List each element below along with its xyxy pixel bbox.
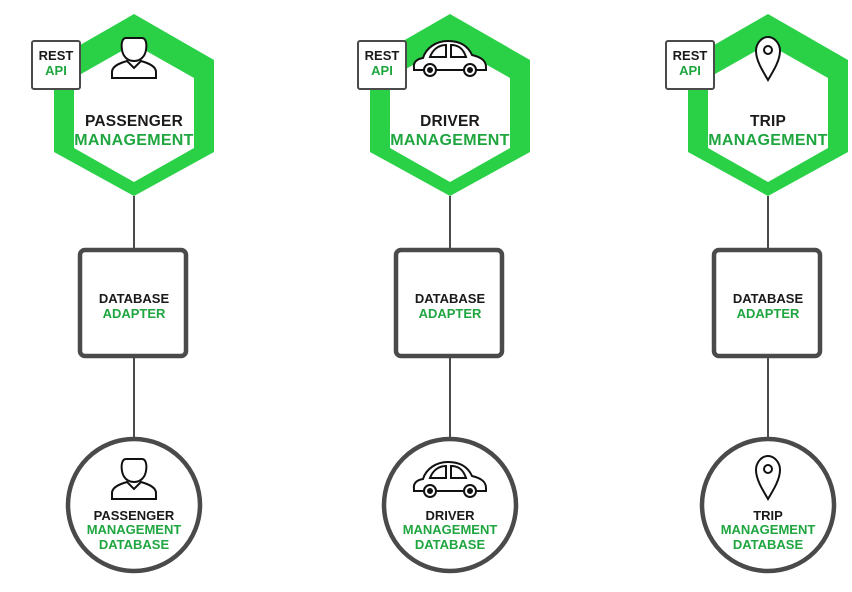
hexagon-inner (390, 44, 510, 182)
service-column-trip: REST API TRIP MANAGEMENT DATABASE ADAPTE… (630, 0, 852, 592)
service-title: DRIVER (420, 113, 480, 130)
adapter-title: DATABASE (414, 291, 486, 306)
database-adapter-box (393, 247, 505, 359)
adapter-subtitle: ADAPTER (418, 306, 482, 321)
rest-api-badge: REST API (31, 40, 81, 90)
rest-api-badge: REST API (357, 40, 407, 90)
api-label: API (679, 63, 701, 78)
database-line2: MANAGEMENT (720, 522, 816, 537)
database-line3: DATABASE (414, 537, 486, 552)
passenger-connectors-and-shapes (54, 14, 214, 574)
adapter-title: DATABASE (732, 291, 804, 306)
adapter-subtitle: ADAPTER (736, 306, 800, 321)
database-circle (381, 436, 519, 574)
database-line3: DATABASE (98, 537, 170, 552)
car-icon (412, 39, 487, 77)
rest-label: REST (38, 48, 74, 63)
database-circle (699, 436, 837, 574)
adapter-title: DATABASE (98, 291, 170, 306)
person-icon (111, 37, 157, 79)
person-icon (111, 458, 157, 500)
service-column-driver: REST API DRIVER MANAGEMENT DATABASE ADAP… (310, 0, 590, 592)
map-pin-icon (754, 454, 782, 501)
adapter-subtitle: ADAPTER (102, 306, 166, 321)
service-subtitle: MANAGEMENT (390, 132, 510, 149)
api-label: API (371, 63, 393, 78)
service-subtitle: MANAGEMENT (74, 132, 194, 149)
database-line2: MANAGEMENT (86, 522, 182, 537)
driver-connectors-and-shapes (370, 14, 530, 574)
rest-label: REST (364, 48, 400, 63)
service-title: PASSENGER (85, 113, 183, 130)
hexagon-inner (708, 44, 828, 182)
database-line3: DATABASE (732, 537, 804, 552)
database-adapter-box (77, 247, 189, 359)
database-line2: MANAGEMENT (402, 522, 498, 537)
database-title: DRIVER (425, 508, 475, 523)
rest-api-badge: REST API (665, 40, 715, 90)
service-subtitle: MANAGEMENT (708, 132, 828, 149)
trip-connectors-and-shapes (688, 14, 848, 574)
database-adapter-box (711, 247, 823, 359)
database-circle (65, 436, 203, 574)
database-title: PASSENGER (93, 508, 175, 523)
service-column-passenger: REST API PASSENGER MANAGEMENT DATABASE A… (0, 0, 274, 592)
car-icon (412, 460, 487, 498)
rest-label: REST (672, 48, 708, 63)
service-title: TRIP (749, 113, 787, 130)
api-label: API (45, 63, 67, 78)
map-pin-icon (754, 35, 782, 82)
hexagon-inner (74, 44, 194, 182)
database-title: TRIP (753, 508, 783, 523)
